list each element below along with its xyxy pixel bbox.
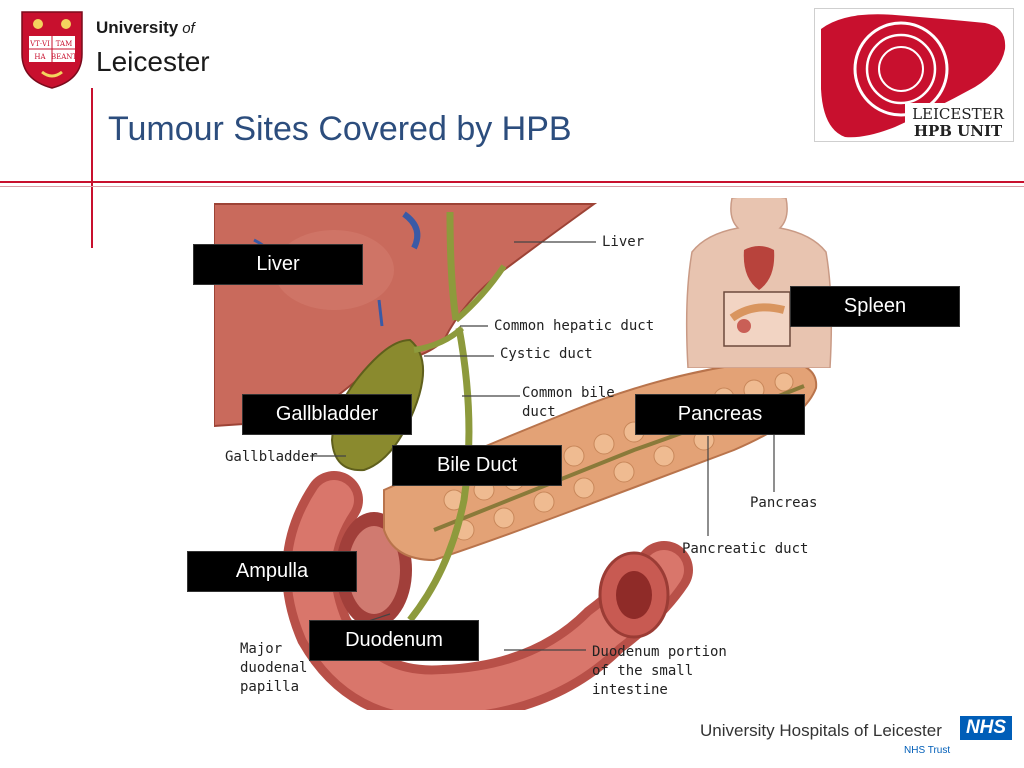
annotation-liver: Liver [602,234,645,250]
label-duodenum: Duodenum [309,620,479,661]
annotation-duodenum-line3: intestine [592,682,668,698]
shield-motto-4: BEANT [51,53,77,61]
annotation-common-bile-duct-line2: duct [522,404,556,420]
shield-motto-3: HA [34,53,46,61]
annotation-common-bile-duct: Common bile duct [522,384,615,422]
annotation-gallbladder: Gallbladder [225,449,318,465]
university-name-word: University [96,18,179,37]
shield-motto-1: VT·VI [29,40,50,48]
hpb-logo-text-1: LEICESTER [912,105,1004,123]
university-city: Leicester [96,46,210,77]
nhs-trust-text: NHS Trust [904,745,951,756]
annotation-pancreatic-duct: Pancreatic duct [682,541,809,557]
annotation-duodenum-line1: Duodenum portion [592,644,727,660]
label-liver: Liver [193,244,363,285]
annotation-papilla-line1: Major [240,641,283,657]
vertical-accent-line [91,88,93,248]
label-ampulla: Ampulla [187,551,357,592]
label-gallbladder: Gallbladder [242,394,412,435]
annotation-major-duodenal-papilla: Major duodenal papilla [240,640,307,697]
annotation-cystic-duct: Cystic duct [500,346,593,362]
footer-hospital-name: University Hospitals of Leicester [700,721,942,740]
university-shield-logo: VT·VI TAM HA BEANT [21,11,83,89]
leicester-hpb-unit-logo: LEICESTER HPB UNIT [814,8,1014,142]
annotation-common-hepatic-duct: Common hepatic duct [494,318,655,334]
annotation-pancreas: Pancreas [750,495,818,511]
nhs-logo: NHS [960,716,1012,740]
torso-location-inset [685,198,833,368]
annotation-common-bile-duct-line1: Common bile [522,385,615,401]
label-spleen: Spleen [790,286,960,327]
label-bile-duct: Bile Duct [392,445,562,486]
annotation-papilla-line3: papilla [240,679,300,695]
annotation-papilla-line2: duodenal [240,660,308,676]
header-divider [0,181,1024,183]
label-pancreas: Pancreas [635,394,805,435]
annotation-duodenum-portion: Duodenum portion of the small intestine [592,643,727,700]
hpb-logo-text-2: HPB UNIT [914,122,1003,140]
slide-title: Tumour Sites Covered by HPB [108,110,572,148]
university-name-of: of [182,20,195,37]
annotation-duodenum-line2: of the small [592,663,694,679]
shield-motto-2: TAM [56,40,73,48]
header-divider-thin [0,186,1024,187]
